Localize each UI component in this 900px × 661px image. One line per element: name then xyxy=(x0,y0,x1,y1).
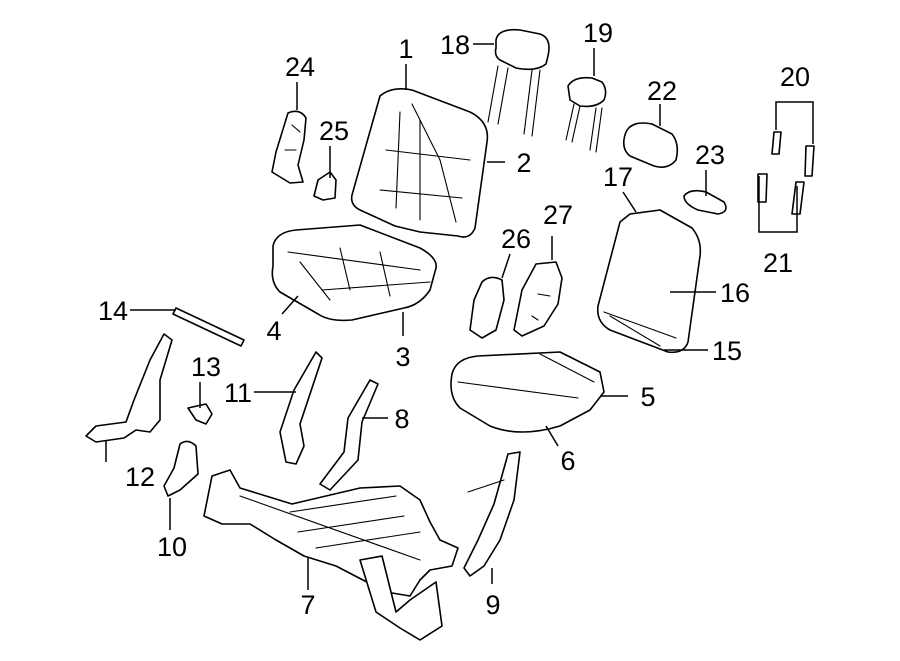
callout-label-27: 27 xyxy=(543,200,573,230)
callout-label-17: 17 xyxy=(603,162,633,192)
callout-label-24: 24 xyxy=(285,52,315,82)
callout-label-21: 21 xyxy=(763,248,793,278)
part-25-shield-clip xyxy=(313,171,337,201)
callout-label-23: 23 xyxy=(695,140,725,170)
callout-label-2: 2 xyxy=(516,148,531,178)
part-14-release-rod xyxy=(172,307,245,347)
part-20-bolts xyxy=(771,131,815,177)
callout-label-6: 6 xyxy=(560,446,575,476)
callout-label-9: 9 xyxy=(485,590,500,620)
callout-label-3: 3 xyxy=(395,342,410,372)
part-24-side-shield xyxy=(271,110,307,184)
callout-label-1: 1 xyxy=(398,34,413,64)
callout-label-26: 26 xyxy=(501,224,531,254)
callout-label-12: 12 xyxy=(125,462,155,492)
callout-label-18: 18 xyxy=(440,30,470,60)
part-13-bushing xyxy=(187,403,213,425)
part-26-inner-trim xyxy=(469,276,505,339)
part-1-seat-back xyxy=(350,88,489,238)
part-9-outer-track-cover xyxy=(463,451,521,577)
callout-label-4: 4 xyxy=(266,316,281,346)
callout-label-22: 22 xyxy=(647,76,677,106)
part-19-rear-headrest xyxy=(565,76,607,153)
part-23-armrest-cap xyxy=(683,189,727,215)
part-11-recliner-bracket xyxy=(279,351,323,465)
part-18-headrest xyxy=(487,28,550,137)
part-21-bolts xyxy=(757,173,805,215)
callout-label-11: 11 xyxy=(224,378,252,408)
callout-label-14: 14 xyxy=(98,296,128,326)
part-4-seat-cushion xyxy=(271,224,437,322)
callout-label-7: 7 xyxy=(300,590,315,620)
callout-label-16: 16 xyxy=(720,278,750,308)
part-22-headrest-guide xyxy=(622,122,679,168)
callout-labels: 1 2 3 4 5 6 7 8 9 10 11 12 13 14 15 16 1… xyxy=(98,18,810,620)
callout-label-13: 13 xyxy=(191,352,221,382)
part-27-outer-trim xyxy=(513,261,563,337)
callout-lines xyxy=(105,43,814,590)
callout-label-10: 10 xyxy=(157,532,187,562)
part-8-inner-bracket xyxy=(319,379,379,491)
callout-label-5: 5 xyxy=(640,382,655,412)
part-12-recliner-handle xyxy=(85,333,173,443)
callout-label-19: 19 xyxy=(583,18,613,48)
part-10-track-end-cover xyxy=(163,440,199,497)
callout-label-20: 20 xyxy=(780,62,810,92)
part-6-rear-cushion xyxy=(450,351,605,433)
part-7-seat-track xyxy=(203,469,459,641)
callout-label-25: 25 xyxy=(319,116,349,146)
callout-label-8: 8 xyxy=(394,404,409,434)
callout-label-15: 15 xyxy=(712,336,742,366)
part-16-rear-seat-back xyxy=(596,209,702,354)
